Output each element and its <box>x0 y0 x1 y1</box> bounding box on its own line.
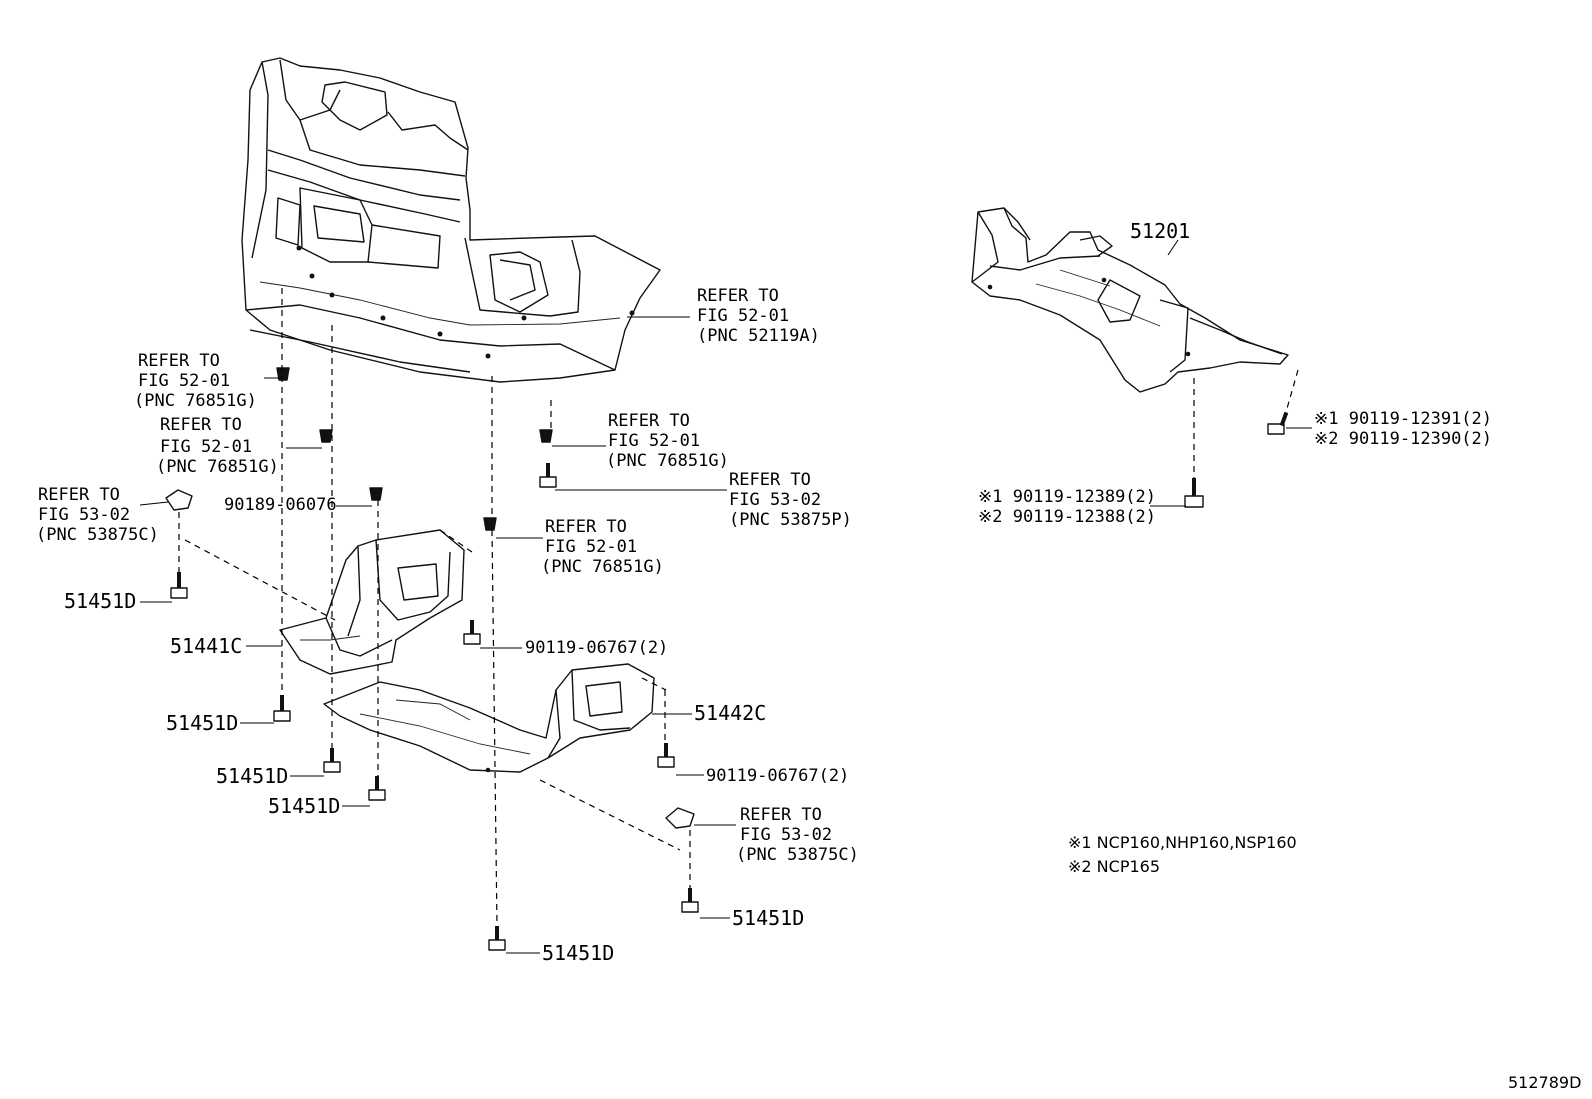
refer-g-line1: REFER TO <box>740 805 822 825</box>
front-bumper-illustration <box>241 57 661 383</box>
part-number-51201: 51201 <box>1130 219 1190 243</box>
bolt-icon <box>657 743 675 768</box>
variant-note-1: ※1 NCP160,NHP160,NSP160 <box>1068 833 1297 852</box>
refer-c-line3: (PNC 53875C) <box>36 525 159 545</box>
subframe-bolt-rear-variant2: ※2 90119-12390(2) <box>1314 429 1492 449</box>
part-number-51441c: 51441C <box>170 634 242 658</box>
refer-e-line1: REFER TO <box>729 470 811 490</box>
refer-a-line3: (PNC 76851G) <box>134 391 257 411</box>
bolt-icon <box>170 572 188 599</box>
refer-e-line2: FIG 53-02 <box>729 490 821 510</box>
bolt-icon <box>463 620 481 645</box>
refer-d-line1: REFER TO <box>608 411 690 431</box>
refer-f-line1: REFER TO <box>545 517 627 537</box>
subframe-bolt-front-variant2: ※2 90119-12388(2) <box>978 507 1156 527</box>
subframe-bolt-front-variant1: ※1 90119-12389(2) <box>978 487 1156 507</box>
part-number-51451d-3: 51451D <box>216 764 288 788</box>
refer-d-line2: FIG 52-01 <box>608 431 700 451</box>
part-number-51442c: 51442C <box>694 701 766 725</box>
part-number-51451d-5: 51451D <box>732 906 804 930</box>
nut-clip-icon <box>665 807 695 829</box>
bolt-icon <box>368 776 386 801</box>
refer-b-line2: FIG 52-01 <box>160 437 252 457</box>
refer-g-line2: FIG 53-02 <box>740 825 832 845</box>
clip-icon <box>369 487 383 501</box>
refer-a-line1: REFER TO <box>138 351 220 371</box>
figure-code: 512789D <box>1508 1073 1581 1092</box>
bolt-icon <box>488 926 506 951</box>
clip-icon <box>276 367 290 381</box>
variant-note-2: ※2 NCP165 <box>1068 857 1160 876</box>
refer-g-line3: (PNC 53875C) <box>736 845 859 865</box>
bolt-icon <box>1267 411 1289 435</box>
clip-icon <box>483 517 497 531</box>
assembly-lines <box>178 288 1299 927</box>
engine-under-cover-rh-illustration <box>323 663 655 773</box>
bolt-icon <box>273 695 291 722</box>
part-number-51451d-4: 51451D <box>268 794 340 818</box>
bolt-icon <box>323 748 341 773</box>
refer-d-line3: (PNC 76851G) <box>606 451 729 471</box>
refer-a-line2: FIG 52-01 <box>138 371 230 391</box>
part-number-90119-06767-b: 90119-06767(2) <box>706 766 849 786</box>
clip-icon <box>539 429 553 443</box>
leader-lines <box>139 239 1312 954</box>
labels: 51201 REFER TO FIG 52-01 (PNC 52119A) RE… <box>36 219 1581 1092</box>
refer-bumper-line1: REFER TO <box>697 286 779 306</box>
bolt-icon <box>681 888 699 913</box>
refer-e-line3: (PNC 53875P) <box>729 510 852 530</box>
part-number-51451d-2: 51451D <box>166 711 238 735</box>
part-number-90189-06076: 90189-06076 <box>224 495 337 515</box>
subframe-bolt-rear-variant1: ※1 90119-12391(2) <box>1314 409 1492 429</box>
nut-clip-icon <box>165 489 193 511</box>
refer-c-line1: REFER TO <box>38 485 120 505</box>
refer-f-line3: (PNC 76851G) <box>541 557 664 577</box>
fasteners <box>165 367 1289 951</box>
refer-b-line3: (PNC 76851G) <box>156 457 279 477</box>
bolt-icon <box>1184 478 1204 508</box>
front-suspension-crossmember-illustration <box>971 207 1289 393</box>
refer-c-line2: FIG 53-02 <box>38 505 130 525</box>
refer-bumper-line3: (PNC 52119A) <box>697 326 820 346</box>
clip-icon <box>319 429 333 443</box>
refer-f-line2: FIG 52-01 <box>545 537 637 557</box>
refer-b-line1: REFER TO <box>160 415 242 435</box>
refer-bumper-line2: FIG 52-01 <box>697 306 789 326</box>
part-number-51451d-6: 51451D <box>542 941 614 965</box>
part-number-90119-06767-a: 90119-06767(2) <box>525 638 668 658</box>
engine-under-cover-lh-illustration <box>279 529 465 675</box>
bolt-icon <box>539 463 557 488</box>
part-number-51451d-1: 51451D <box>64 589 136 613</box>
